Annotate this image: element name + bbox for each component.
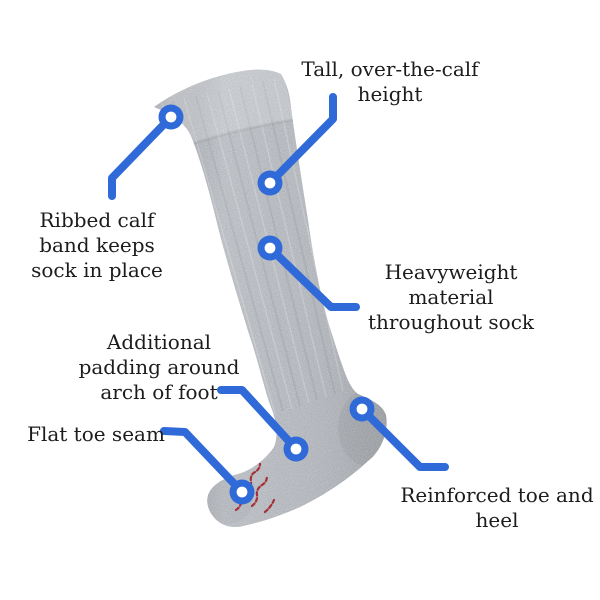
callout-line-arch-padding [217,386,300,453]
callout-label-flat-toe-seam: Flat toe seam [27,422,165,447]
label-line: heel [475,508,519,532]
sock-texture [154,69,387,527]
callout-marker-ribbed-calf-band [158,104,184,130]
callout-marker-arch-padding [283,436,309,462]
callout-line-reinforced-toe-heel [358,405,449,471]
callout-label-over-the-calf-height: Tall, over-the-calf height [301,57,478,107]
label-line: Reinforced toe and [400,483,594,507]
label-line: Flat toe seam [27,422,165,446]
callout-marker-heavyweight-material [257,235,283,261]
callout-label-heavyweight-material: Heavyweight material throughout sock [368,260,534,335]
callout-line-over-the-calf-height [266,93,337,187]
label-line: band keeps [39,233,155,257]
callout-label-ribbed-calf-band: Ribbed calf band keeps sock in place [31,208,163,283]
label-line: sock in place [31,258,163,282]
label-line: Additional [106,330,212,354]
callout-line-ribbed-calf-band [108,113,175,200]
label-line: Heavyweight [384,260,518,284]
sock-grain-light [154,69,387,527]
callout-marker-reinforced-toe-heel [349,396,375,422]
callout-line-heavyweight-material [266,244,360,311]
callout-marker-flat-toe-seam [229,479,255,505]
label-line: Tall, over-the-calf [301,57,479,81]
label-line: height [357,82,423,106]
callout-label-reinforced-toe-heel: Reinforced toe and heel [400,483,593,533]
callout-marker-over-the-calf-height [257,170,283,196]
callout-lines [108,93,449,496]
label-line: padding around [78,355,240,379]
label-line: arch of foot [100,380,218,404]
label-line: material [408,285,494,309]
label-line: throughout sock [367,310,535,334]
callout-label-arch-padding: Additional padding around arch of foot [79,330,240,405]
callout-markers [158,104,375,505]
callout-line-flat-toe-seam [160,427,246,496]
label-line: Ribbed calf [39,208,155,232]
